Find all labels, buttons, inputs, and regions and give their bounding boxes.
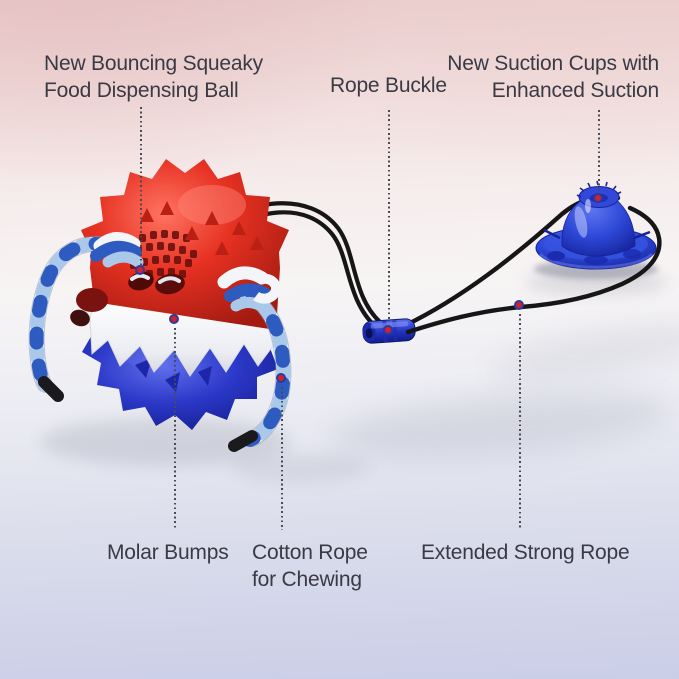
- callout-ball-label: New Bouncing Squeaky Food Dispensing Bal…: [44, 50, 263, 104]
- callout-suction-label: New Suction Cups with Enhanced Suction: [447, 50, 659, 104]
- callout-marker-dot-buckle: [383, 325, 394, 336]
- callout-buckle-line1: Rope Buckle: [330, 74, 447, 97]
- leader-line-buckle: [388, 110, 390, 322]
- callout-marker-dot-rope: [514, 300, 525, 311]
- callout-molar-line1: Molar Bumps: [107, 541, 229, 564]
- callout-ball-line1: New Bouncing Squeaky: [44, 52, 263, 75]
- suction-cup-illustration: [534, 180, 658, 279]
- black-rope-front: [405, 205, 662, 335]
- callout-marker-dot-cotton: [276, 373, 287, 384]
- leader-line-rope: [519, 314, 521, 530]
- leader-line-molar: [174, 328, 176, 530]
- callout-cotton-line1: Cotton Rope: [252, 541, 368, 564]
- leader-line-cotton: [281, 387, 283, 530]
- callout-rope-label: Extended Strong Rope: [421, 539, 630, 566]
- white-band: [89, 296, 277, 377]
- rope-end-clip: [228, 430, 258, 452]
- callout-suction-line2: Enhanced Suction: [491, 79, 659, 102]
- cotton-rope-left: [28, 232, 144, 402]
- callout-molar-label: Molar Bumps: [107, 539, 229, 566]
- leader-line-ball: [140, 107, 142, 265]
- callout-buckle-label: Rope Buckle: [330, 72, 447, 99]
- soft-shadows: [40, 270, 679, 482]
- knob-ridges: [576, 180, 622, 198]
- callout-cotton-line2: for Chewing: [252, 568, 362, 591]
- callout-suction-line1: New Suction Cups with: [447, 52, 659, 75]
- callout-rope-line1: Extended Strong Rope: [421, 541, 630, 564]
- callout-ball-line2: Food Dispensing Ball: [44, 79, 239, 102]
- callout-marker-dot-ball: [135, 265, 146, 276]
- rope-end-clip: [38, 376, 64, 402]
- callout-marker-dot-suction: [593, 193, 604, 204]
- callout-cotton-label: Cotton Rope for Chewing: [252, 539, 368, 593]
- leader-line-suction: [598, 110, 600, 191]
- red-spikes-detail: [140, 201, 264, 255]
- callout-marker-dot-molar: [169, 314, 180, 325]
